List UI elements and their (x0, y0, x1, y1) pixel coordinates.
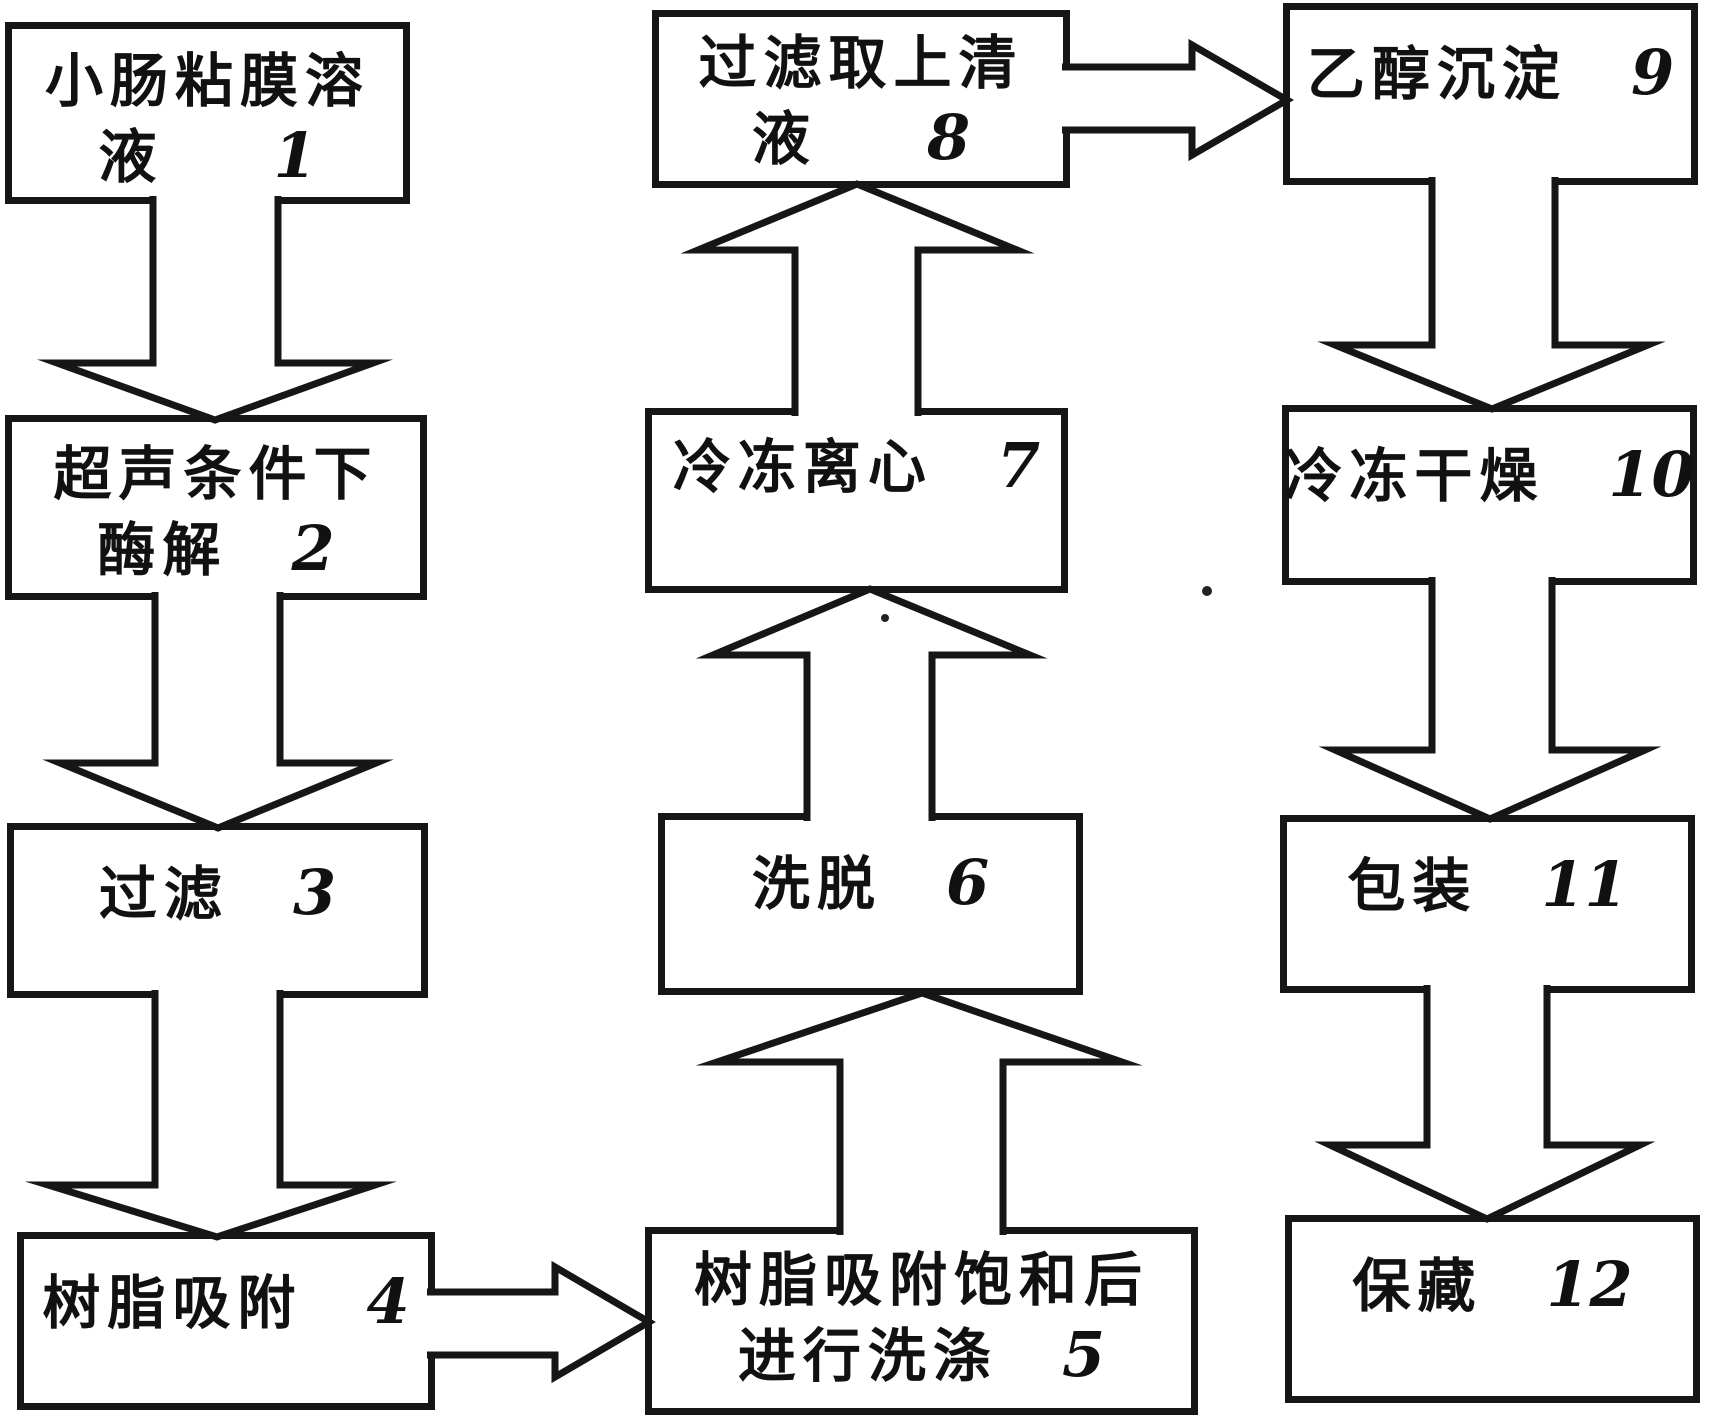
flow-step-2: 超声条件下 酶解 2 (5, 415, 427, 600)
flow-step-1: 小肠粘膜溶 液 1 (5, 22, 410, 204)
step-10-label: 冷冻干燥 (1284, 444, 1545, 509)
step-9-line-1: 乙醇沉淀 9 (1307, 36, 1674, 112)
arrow-1-to-2 (36, 196, 394, 424)
flow-step-12: 保藏 12 (1285, 1215, 1700, 1403)
step-1-label-cont: 液 (98, 125, 164, 190)
step-3-line-1: 过滤 3 (99, 856, 336, 932)
step-5-number: 5 (1061, 1318, 1106, 1391)
step-6-line-1: 洗脱 6 (752, 846, 989, 922)
flow-step-4: 树脂吸附 4 (17, 1232, 435, 1410)
flow-step-3: 过滤 3 (7, 823, 428, 998)
step-1-label: 小肠粘膜溶 (44, 49, 370, 114)
step-4-label: 树脂吸附 (42, 1271, 303, 1336)
arrow-8-to-9 (1062, 38, 1294, 162)
arrow-10-to-11 (1318, 577, 1662, 823)
step-8-line-2: 液 8 (752, 101, 970, 177)
step-7-number: 7 (996, 429, 1041, 502)
flow-step-10: 冷冻干燥 10 (1282, 405, 1697, 585)
step-10-line-1: 冷冻干燥 10 (1284, 438, 1694, 514)
flow-step-9: 乙醇沉淀 9 (1283, 3, 1698, 185)
arrow-9-to-10 (1317, 177, 1666, 413)
step-8-number: 8 (926, 101, 971, 174)
step-12-number: 12 (1546, 1248, 1633, 1321)
step-5-line-1: 树脂吸附饱和后 (694, 1244, 1149, 1318)
arrow-5-to-6 (695, 989, 1143, 1235)
arrow-6-to-7 (695, 585, 1048, 821)
step-11-number: 11 (1541, 848, 1628, 921)
step-3-label: 过滤 (98, 862, 229, 927)
step-5-label-cont: 进行洗涤 (737, 1324, 998, 1389)
step-9-label: 乙醇沉淀 (1306, 42, 1567, 107)
flow-step-5: 树脂吸附饱和后 进行洗涤 5 (645, 1227, 1198, 1415)
step-4-line-1: 树脂吸附 4 (42, 1265, 409, 1341)
step-8-line-1: 过滤取上清 (698, 27, 1023, 101)
flow-step-6: 洗脱 6 (658, 813, 1083, 995)
step-12-label: 保藏 (1352, 1254, 1483, 1319)
step-9-number: 9 (1630, 36, 1675, 109)
ink-speck (1202, 586, 1212, 596)
step-2-line-1: 超声条件下 (53, 438, 378, 512)
step-7-label: 冷冻离心 (672, 435, 933, 500)
step-2-label: 超声条件下 (53, 442, 379, 507)
step-7-line-1: 冷冻离心 7 (673, 429, 1040, 505)
step-5-label: 树脂吸附饱和后 (693, 1248, 1149, 1313)
step-11-line-1: 包装 11 (1347, 848, 1627, 924)
arrow-7-to-8 (680, 180, 1035, 416)
flow-step-8: 过滤取上清 液 8 (652, 10, 1070, 188)
arrow-11-to-12 (1314, 985, 1656, 1223)
step-6-label: 洗脱 (751, 852, 882, 917)
step-1-line-1: 小肠粘膜溶 (45, 45, 370, 119)
step-5-line-2: 进行洗涤 5 (738, 1318, 1105, 1394)
step-1-line-2: 液 1 (98, 119, 316, 195)
arrow-4-to-5 (427, 1260, 656, 1384)
step-2-line-2: 酶解 2 (97, 512, 334, 588)
arrow-2-to-3 (42, 592, 394, 832)
step-8-label: 过滤取上清 (698, 31, 1024, 96)
ink-speck (881, 614, 889, 622)
step-1-number: 1 (273, 119, 317, 192)
arrow-3-to-4 (24, 990, 397, 1241)
step-8-label-cont: 液 (751, 107, 817, 172)
step-3-number: 3 (292, 856, 337, 929)
flow-step-7: 冷冻离心 7 (645, 408, 1068, 593)
step-10-number: 10 (1608, 438, 1695, 511)
step-11-label: 包装 (1347, 854, 1478, 919)
step-4-number: 4 (366, 1265, 410, 1338)
step-6-number: 6 (945, 846, 990, 919)
flow-step-11: 包装 11 (1280, 815, 1695, 993)
step-2-number: 2 (291, 512, 335, 585)
step-12-line-1: 保藏 12 (1352, 1248, 1632, 1324)
step-2-label-cont: 酶解 (97, 518, 228, 583)
